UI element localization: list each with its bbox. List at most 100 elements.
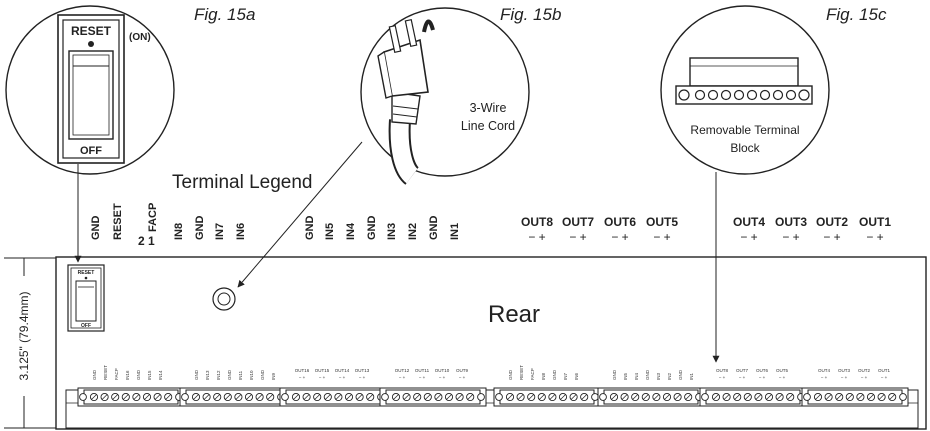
tiny-terminal-label: IN11	[238, 370, 243, 380]
tiny-terminal-label: OUT6	[756, 368, 768, 373]
tiny-terminal-label: IN15	[147, 370, 152, 380]
output-polarity: − +	[866, 230, 883, 244]
tiny-terminal-polarity: − +	[821, 375, 828, 380]
legend-label: GND	[428, 216, 440, 241]
tiny-terminal-label: IN10	[249, 370, 254, 380]
fig-15a-label: Fig. 15a	[194, 5, 255, 24]
fig-15c-terminal-detail: Removable Terminal Block	[660, 5, 830, 175]
tiny-terminal-polarity: − +	[299, 375, 306, 380]
tiny-terminal-label: GND	[227, 369, 232, 380]
output-label: OUT1	[859, 215, 891, 229]
plug-body	[383, 38, 429, 97]
tiny-terminal-polarity: − +	[359, 375, 366, 380]
dimension-marker: 3.125" (79.4mm)	[4, 257, 56, 429]
rear-terminal-block: OUT16 − + OUT15 − + OUT14 − + OUT13 − +	[279, 368, 387, 407]
rear-label: Rear	[488, 301, 540, 328]
tiny-terminal-label: GND	[552, 369, 557, 380]
tiny-terminal-label: RESET	[103, 365, 108, 380]
legend-label: IN1	[449, 223, 461, 240]
plug-ground-pin	[422, 19, 435, 33]
tiny-terminal-label: FACP	[530, 368, 535, 380]
tiny-terminal-label: OUT15	[315, 368, 330, 373]
tiny-terminal-polarity: − +	[779, 375, 786, 380]
output-legend-labels: OUT8− +OUT7− +OUT6− +OUT5− +OUT4− +OUT3−…	[521, 215, 891, 244]
tiny-terminal-label: IN14	[158, 370, 163, 380]
rear-terminal-block: OUT12− +OUT11− +OUT10− +OUT9− +	[379, 368, 487, 407]
output-polarity: − +	[782, 230, 799, 244]
switch-indicator-dot	[88, 41, 94, 47]
legend-facp-label: FACP	[147, 203, 159, 232]
tiny-terminal-label: OUT13	[355, 368, 370, 373]
cord-strain-rib-2	[392, 113, 418, 118]
tiny-terminal-label: OUT11	[415, 368, 430, 373]
legend-label: IN6	[235, 223, 247, 240]
tiny-terminal-label: IN9	[271, 373, 276, 381]
tiny-terminal-label: IN1	[689, 373, 694, 381]
legend-label: IN4	[345, 222, 357, 240]
dimension-label: 3.125" (79.4mm)	[17, 292, 31, 381]
panel-switch-dot	[84, 276, 88, 280]
tiny-terminal-label: GND	[260, 369, 265, 380]
tiny-terminal-label: GND	[92, 369, 97, 380]
tiny-terminal-polarity: − +	[459, 375, 466, 380]
legend-label: IN5	[324, 223, 336, 240]
output-label: OUT7	[562, 215, 594, 229]
tiny-terminal-polarity: − +	[759, 375, 766, 380]
rear-terminal-block: OUT8− +OUT7− +OUT6− +OUT5− +	[699, 368, 807, 407]
tiny-terminal-polarity: − +	[339, 375, 346, 380]
tiny-terminal-label: FACP	[114, 368, 119, 380]
cord-cable-fill	[390, 119, 419, 184]
fig-15a-switch-detail: RESET (ON) OFF	[5, 5, 175, 175]
tiny-terminal-polarity: − +	[319, 375, 326, 380]
tiny-terminal-polarity: − +	[419, 375, 426, 380]
terminal-block-top	[689, 57, 799, 87]
terminal-screws	[694, 89, 797, 101]
panel-switch-rocker	[75, 280, 97, 322]
tiny-terminal-label: IN7	[563, 373, 568, 381]
tiny-terminal-label: RESET	[519, 365, 524, 380]
power-inlet-inner	[217, 292, 231, 306]
legend-facp-pins: 2 1	[138, 234, 155, 248]
tiny-terminal-label: GND	[194, 369, 199, 380]
panel-switch-reset: RESET	[78, 270, 95, 276]
terminal-block-label-line1: Removable Terminal	[690, 123, 799, 137]
legend-label: GND	[194, 216, 206, 241]
rear-terminal-block: OUT4− +OUT3− +OUT2− +OUT1− +	[801, 368, 909, 407]
cord-label-line1: 3-Wire	[470, 101, 507, 115]
fig-15b-label: Fig. 15b	[500, 5, 561, 24]
tiny-terminal-label: OUT1	[878, 368, 890, 373]
tiny-terminal-polarity: − +	[439, 375, 446, 380]
output-label: OUT2	[816, 215, 848, 229]
plug-prong-2	[404, 18, 418, 48]
legend-label: GND	[366, 216, 378, 241]
switch-on-label: (ON)	[129, 32, 151, 43]
output-polarity: − +	[528, 230, 545, 244]
tiny-terminal-label: GND	[612, 369, 617, 380]
output-label: OUT4	[733, 215, 765, 229]
legend-label: IN3	[386, 223, 398, 240]
switch-rocker-face	[72, 54, 110, 136]
tiny-terminal-polarity: − +	[739, 375, 746, 380]
panel-switch-off: OFF	[81, 323, 91, 329]
tiny-terminal-label: OUT16	[295, 368, 310, 373]
tiny-terminal-label: OUT5	[776, 368, 788, 373]
tiny-terminal-polarity: − +	[881, 375, 888, 380]
terminal-mount-screw-left	[678, 89, 690, 101]
legend-label: IN8	[173, 223, 185, 240]
tiny-terminal-label: GND	[645, 369, 650, 380]
tiny-terminal-label: OUT10	[435, 368, 450, 373]
legend-label: GND	[304, 216, 316, 241]
output-polarity: − +	[740, 230, 757, 244]
output-polarity: − +	[611, 230, 628, 244]
tiny-terminal-label: OUT2	[858, 368, 870, 373]
tiny-terminal-label: GND	[678, 369, 683, 380]
legend-label: IN7	[214, 223, 226, 240]
tiny-terminal-label: OUT14	[335, 368, 350, 373]
output-label: OUT5	[646, 215, 678, 229]
tiny-terminal-polarity: − +	[719, 375, 726, 380]
plug-prong-1	[388, 24, 402, 54]
legend-label: GND	[90, 216, 102, 241]
tiny-terminal-label: IN2	[667, 373, 672, 381]
